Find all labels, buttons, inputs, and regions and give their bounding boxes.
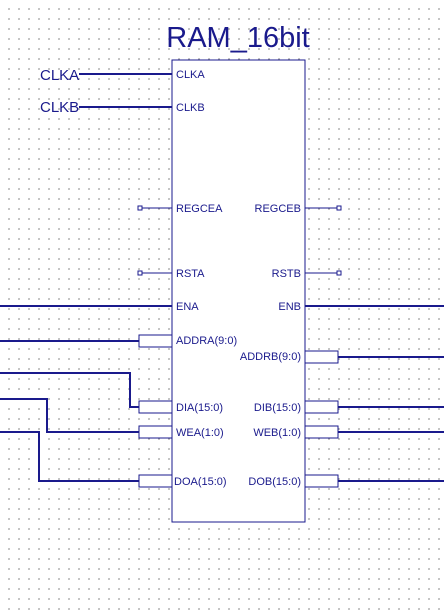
pin-label-enb: ENB [278,301,301,313]
pin-end-rsta [137,270,143,276]
pin-label-dia: DIA(15:0) [176,402,223,414]
pin-end-regcea [137,205,143,211]
wire-dia[interactable] [0,372,139,408]
pin-end-rstb [336,270,342,276]
pin-label-clkb: CLKB [176,102,205,114]
bus-pin-dob [304,474,339,488]
pin-label-wea: WEA(1:0) [176,427,224,439]
component-title: RAM_16bit [166,22,309,54]
ram-block-body[interactable] [171,59,306,523]
pin-label-dib: DIB(15:0) [254,402,301,414]
bus-pin-wea [138,425,173,439]
net-label-clkb: CLKB [40,99,79,116]
pin-label-regceb: REGCEB [255,203,301,215]
pin-label-rstb: RSTB [272,268,301,280]
pin-label-doa: DOA(15:0) [174,476,227,488]
wire-doa[interactable] [0,431,139,482]
pin-label-ena: ENA [176,301,199,313]
bus-pin-addrb [304,350,339,364]
bus-pin-doa [138,474,173,488]
pin-label-clka: CLKA [176,69,205,81]
net-label-clka: CLKA [40,67,79,84]
pin-end-regceb [336,205,342,211]
bus-pin-dib [304,400,339,414]
wire-wea[interactable] [0,398,139,433]
pin-label-addrb: ADDRB(9:0) [240,351,301,363]
pin-label-regcea: REGCEA [176,203,223,215]
bus-pin-addra [138,334,173,348]
bus-pin-dia [138,400,173,414]
pin-label-dob: DOB(15:0) [248,476,301,488]
pin-label-addra: ADDRA(9:0) [176,335,237,347]
pin-label-rsta: RSTA [176,268,205,280]
bus-pin-web [304,425,339,439]
pin-label-web: WEB(1:0) [253,427,301,439]
